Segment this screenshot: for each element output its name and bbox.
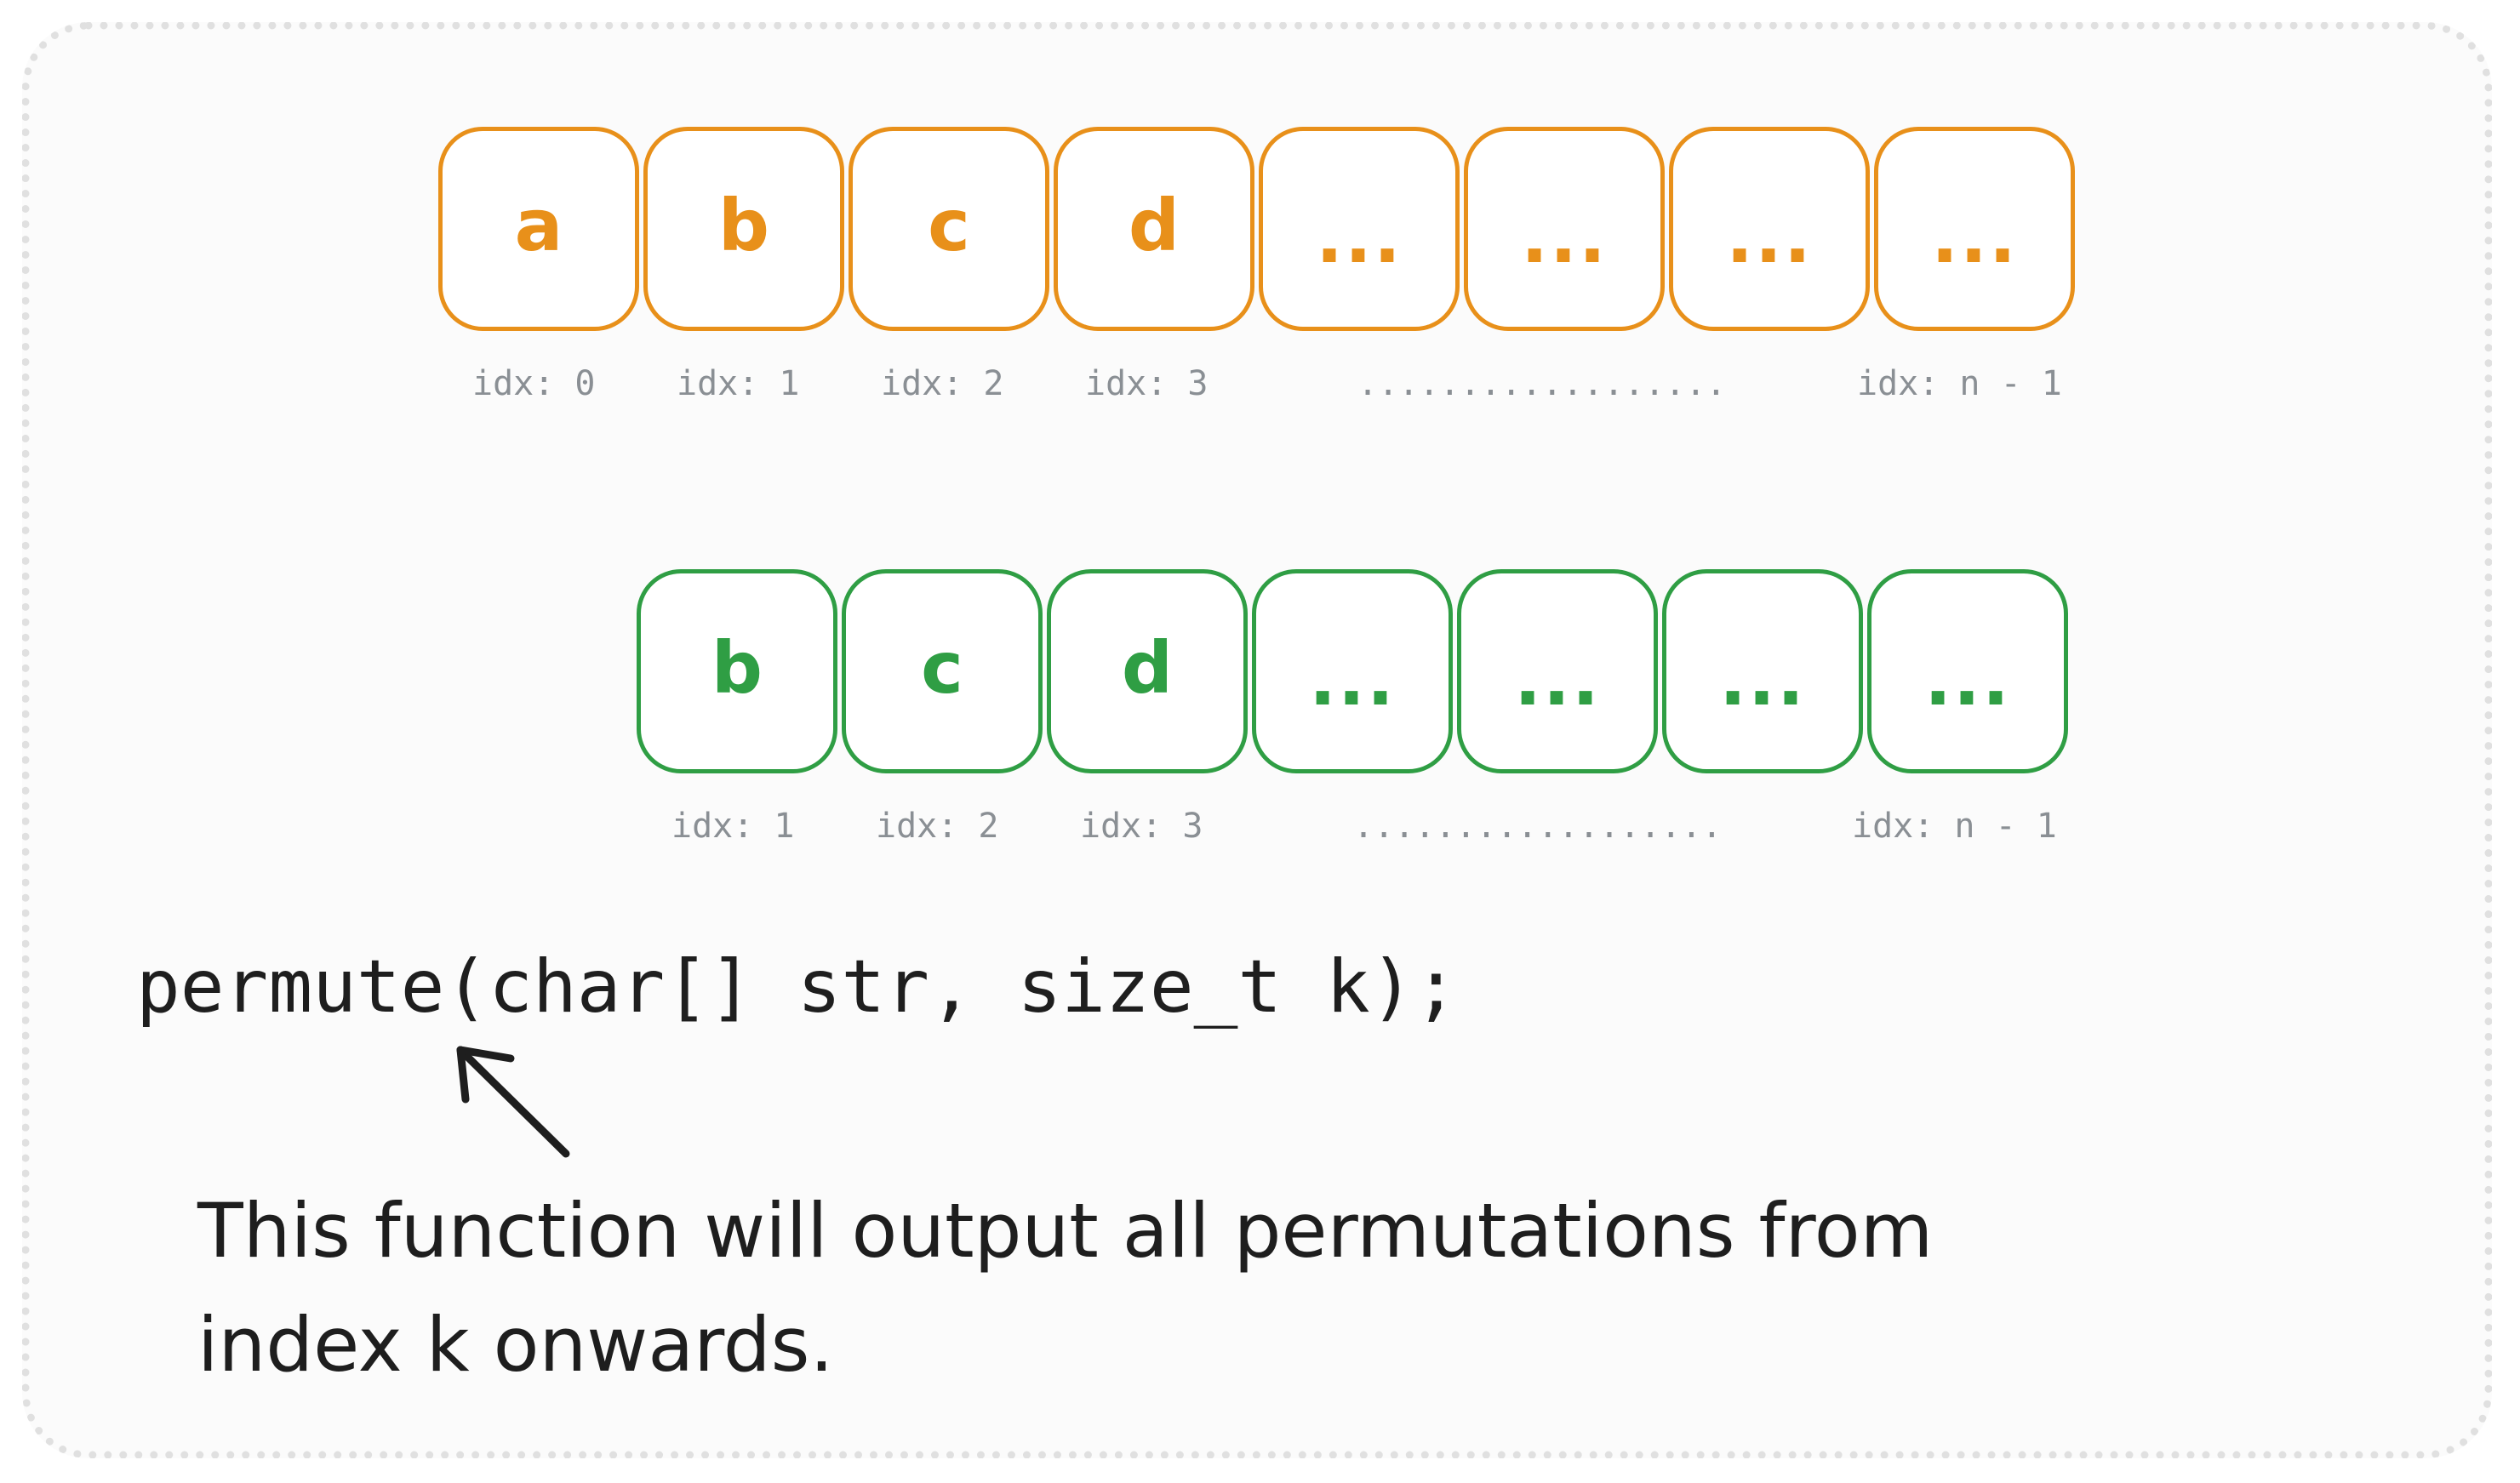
- top-cell-3: d: [1054, 127, 1254, 331]
- bottom-cell-6: ...: [1867, 569, 2068, 773]
- top-index-label-3: idx: 3: [1085, 364, 1209, 403]
- top-index-ellipsis: ..................: [1357, 364, 1727, 403]
- annotation-note: This function will output all permutatio…: [197, 1174, 2410, 1402]
- function-signature: permute(char[] str, size_t k);: [136, 944, 1459, 1030]
- bottom-cell-2: d: [1047, 569, 1248, 773]
- bottom-index-label-last: idx: n - 1: [1852, 807, 2057, 846]
- top-index-label-last: idx: n - 1: [1857, 364, 2062, 403]
- top-index-label-0: idx: 0: [472, 364, 596, 403]
- top-array: a b c d ... ... ... ...: [438, 127, 2079, 331]
- annotation-line-2: index k onwards.: [197, 1301, 834, 1389]
- top-cell-1: b: [643, 127, 844, 331]
- top-cell-4: ...: [1259, 127, 1460, 331]
- top-cell-6: ...: [1669, 127, 1870, 331]
- annotation-line-1: This function will output all permutatio…: [197, 1187, 1934, 1275]
- top-cell-2: c: [849, 127, 1049, 331]
- bottom-cell-0: b: [637, 569, 837, 773]
- top-cell-7: ...: [1874, 127, 2075, 331]
- bottom-index-label-0: idx: 1: [671, 807, 795, 846]
- top-cell-0: a: [438, 127, 639, 331]
- bottom-cell-4: ...: [1457, 569, 1658, 773]
- bottom-array: b c d ... ... ... ...: [637, 569, 2072, 773]
- bottom-index-label-1: idx: 2: [876, 807, 999, 846]
- top-index-label-1: idx: 1: [677, 364, 800, 403]
- top-cell-5: ...: [1464, 127, 1665, 331]
- top-index-label-2: idx: 2: [881, 364, 1004, 403]
- bottom-index-ellipsis: ..................: [1353, 807, 1723, 846]
- bottom-index-label-2: idx: 3: [1080, 807, 1203, 846]
- bottom-cell-3: ...: [1252, 569, 1453, 773]
- bottom-cell-5: ...: [1662, 569, 1863, 773]
- bottom-cell-1: c: [842, 569, 1043, 773]
